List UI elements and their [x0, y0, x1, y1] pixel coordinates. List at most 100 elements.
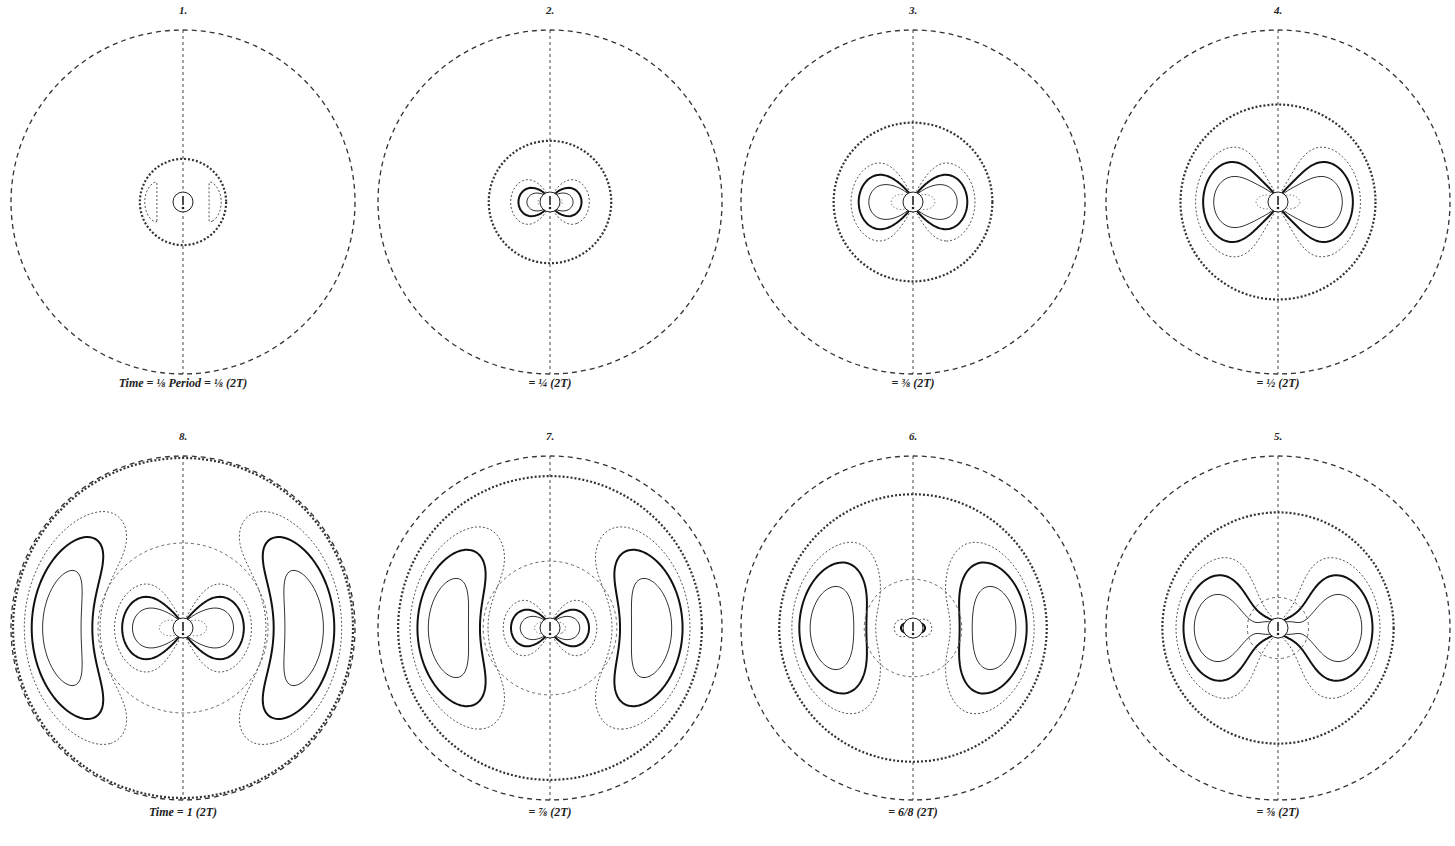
dipole-symbol — [540, 192, 560, 212]
dipole-symbol — [903, 618, 923, 638]
axis-line — [183, 30, 184, 374]
wave-front — [489, 141, 612, 264]
field-line — [733, 22, 1093, 382]
panel-number: 2. — [544, 4, 556, 16]
dipole-symbol — [182, 633, 185, 636]
boundary-circle — [741, 456, 1085, 800]
field-line — [3, 22, 363, 382]
field-line — [733, 22, 1093, 382]
field-line — [1098, 22, 1455, 382]
wave-front — [834, 123, 993, 282]
field-line — [370, 448, 730, 808]
field-line — [511, 610, 589, 647]
time-caption: = ⅜ (2T) — [889, 377, 936, 390]
panel-number: 5. — [1272, 430, 1284, 442]
field-line — [1098, 448, 1455, 808]
dipole-symbol — [1277, 207, 1280, 210]
field-panel — [370, 22, 730, 382]
field-line — [3, 448, 363, 808]
boundary-circle — [1106, 30, 1450, 374]
boundary-circle — [378, 456, 722, 800]
half-wave-circle — [864, 579, 962, 677]
field-panel — [733, 22, 1093, 382]
field-line — [3, 22, 363, 382]
field-line — [503, 600, 597, 655]
dipole-symbol — [1277, 622, 1279, 631]
half-wave-circle — [483, 561, 617, 695]
wave-front — [1181, 105, 1376, 300]
field-line — [370, 22, 730, 382]
axis-line — [1278, 30, 1279, 374]
field-line — [370, 448, 730, 808]
boundary-circle — [11, 30, 355, 374]
field-line — [3, 22, 363, 382]
field-line — [122, 597, 244, 659]
time-caption: = 6/8 (2T) — [886, 806, 940, 819]
dipole-symbol — [173, 192, 193, 212]
half-wave-circle — [1247, 597, 1308, 658]
panel-number: 6. — [907, 430, 919, 442]
dipole-symbol — [912, 207, 915, 210]
field-line — [733, 448, 1093, 808]
axis-line — [183, 456, 184, 800]
half-wave-circle — [98, 543, 268, 713]
panel-number: 3. — [907, 4, 919, 16]
dipole-symbol — [1268, 618, 1288, 638]
field-line — [1098, 22, 1455, 382]
axis-line — [550, 456, 551, 800]
panel-number: 7. — [544, 430, 556, 442]
wave-front — [1162, 512, 1393, 743]
axis-line — [1278, 456, 1279, 800]
dipole-symbol — [912, 622, 914, 631]
field-line — [3, 448, 363, 808]
field-line — [3, 22, 363, 382]
time-caption: Time = ⅛ Period = ⅛ (2T) — [117, 377, 250, 390]
boundary-circle — [741, 30, 1085, 374]
dipole-symbol — [182, 207, 185, 210]
time-caption: Time = 1 (2T) — [147, 806, 219, 819]
field-line — [115, 584, 252, 672]
axis-line — [550, 30, 551, 374]
dipole-symbol — [549, 196, 551, 205]
wave-front — [398, 476, 702, 780]
field-line — [1098, 22, 1455, 382]
time-caption: = ⅞ (2T) — [526, 806, 573, 819]
field-line — [370, 22, 730, 382]
field-panel — [3, 22, 363, 382]
field-line — [159, 620, 206, 636]
field-line — [1098, 22, 1455, 382]
axis-line — [913, 30, 914, 374]
dipole-symbol — [912, 196, 914, 205]
panel-number: 4. — [1272, 4, 1284, 16]
field-line — [520, 616, 579, 639]
field-line — [370, 448, 730, 808]
dipole-symbol — [182, 622, 184, 631]
panel-number: 1. — [177, 4, 189, 16]
boundary-circle — [378, 30, 722, 374]
dipole-symbol — [549, 207, 552, 210]
dipole-symbol — [540, 618, 560, 638]
field-line — [733, 22, 1093, 382]
field-panel — [370, 448, 730, 808]
dipole-symbol — [912, 633, 915, 636]
dipole-symbol — [1277, 196, 1279, 205]
time-caption: = ¼ (2T) — [526, 377, 573, 390]
wave-front — [779, 494, 1047, 762]
field-line — [3, 448, 363, 808]
field-line — [3, 448, 363, 808]
field-line — [1098, 448, 1455, 808]
time-caption: = ½ (2T) — [1254, 377, 1301, 390]
field-line — [133, 608, 234, 648]
panel-number: 8. — [177, 430, 189, 442]
field-line — [370, 22, 730, 382]
field-panel — [733, 448, 1093, 808]
field-panel — [3, 448, 363, 808]
dipole-symbol — [182, 196, 184, 205]
dipole-symbol — [1277, 633, 1280, 636]
dipole-symbol — [903, 192, 923, 212]
boundary-circle — [1106, 456, 1450, 800]
field-line — [733, 448, 1093, 808]
field-line — [1098, 448, 1455, 808]
field-line — [370, 448, 730, 808]
dipole-symbol — [1268, 192, 1288, 212]
